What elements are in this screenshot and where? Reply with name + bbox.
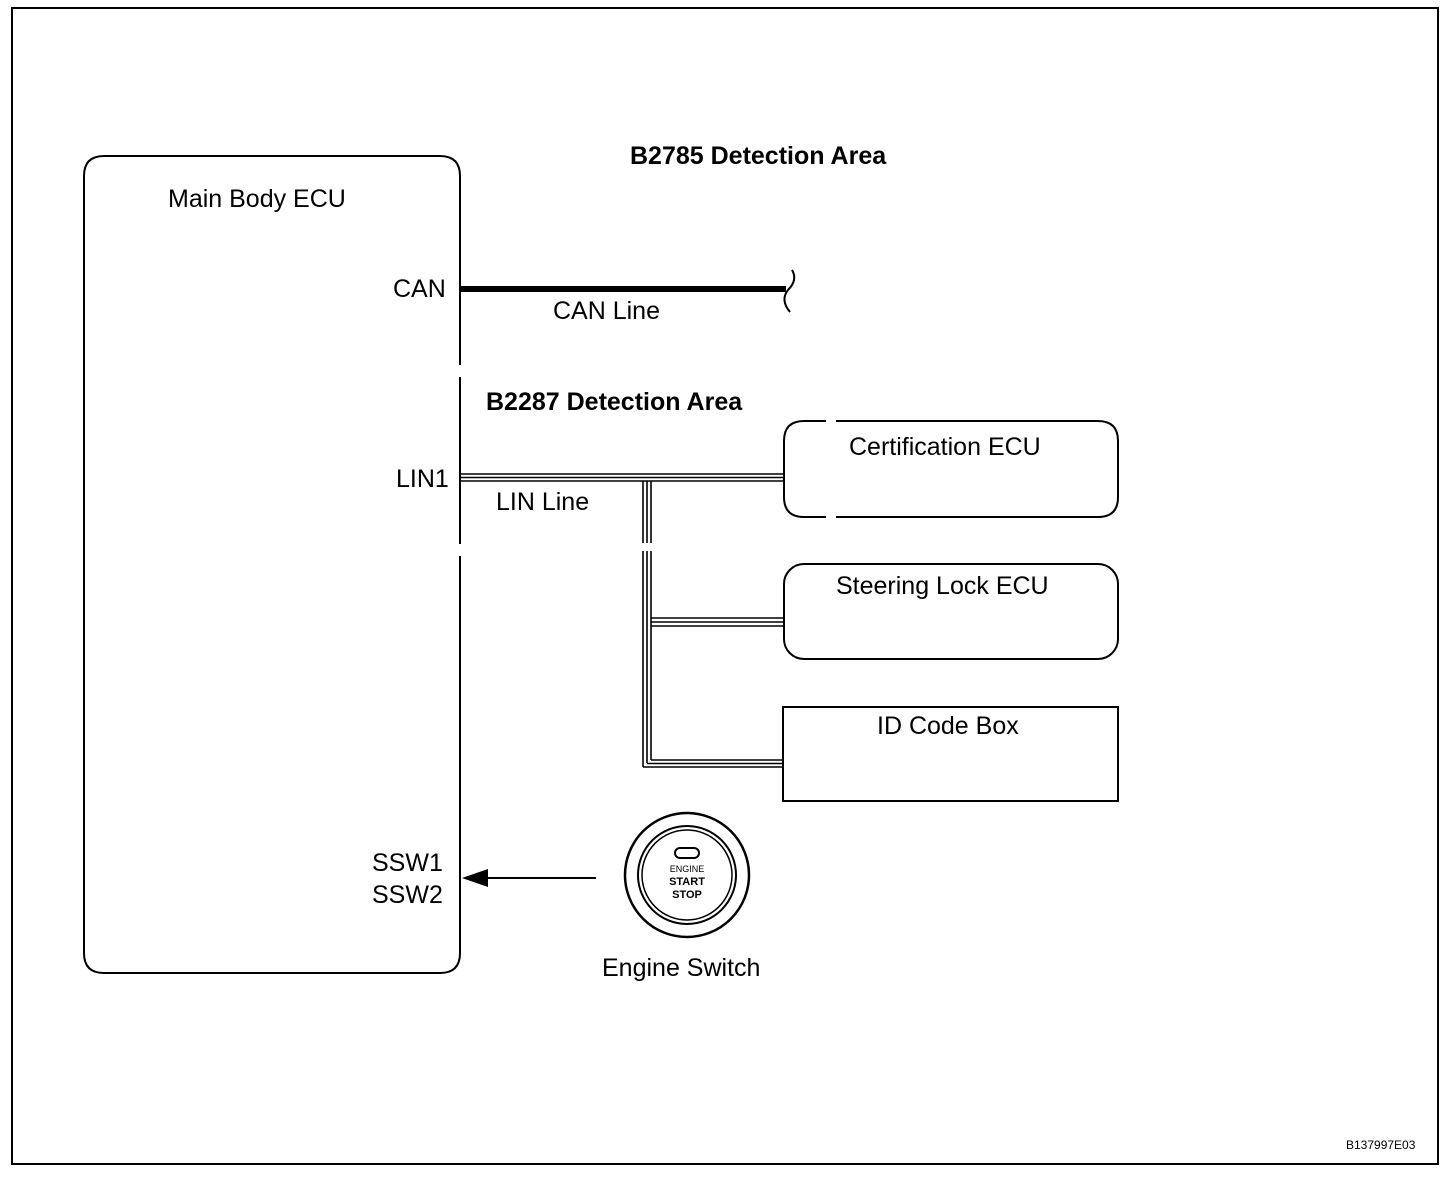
can-line-label: CAN Line xyxy=(553,297,660,325)
figure-reference: B137997E03 xyxy=(1346,1138,1416,1152)
certification-ecu-box xyxy=(783,420,826,518)
id-code-box-label: ID Code Box xyxy=(877,712,1019,740)
pin-ssw2-label: SSW2 xyxy=(372,881,443,909)
b2287-detection-area-label: B2287 Detection Area xyxy=(486,388,743,416)
steering-lock-ecu-label: Steering Lock ECU xyxy=(836,572,1049,600)
id-code-box-box xyxy=(782,706,1119,802)
engine-switch-indicator xyxy=(674,847,700,859)
pin-lin1-label: LIN1 xyxy=(396,465,449,493)
main-body-ecu-box xyxy=(83,155,461,974)
b2785-detection-area-label: B2785 Detection Area xyxy=(630,142,887,170)
ssw-arrow-head xyxy=(462,869,488,887)
lin-line-gap xyxy=(638,543,656,551)
engine-switch-text-start: START xyxy=(669,876,705,888)
outer-frame xyxy=(11,7,1439,1165)
certification-ecu-box-right xyxy=(836,420,1119,518)
steering-lock-ecu-box xyxy=(783,563,1119,660)
main-body-ecu-title: Main Body ECU xyxy=(168,185,346,213)
engine-switch-label: Engine Switch xyxy=(602,954,761,982)
pin-ssw1-label: SSW1 xyxy=(372,849,443,877)
engine-switch-icon xyxy=(623,811,751,939)
certification-ecu-label: Certification ECU xyxy=(849,433,1041,461)
lin-line xyxy=(460,473,784,768)
pin-can-label: CAN xyxy=(393,275,446,303)
lin-line-label: LIN Line xyxy=(496,488,590,516)
engine-switch-text-engine: ENGINE xyxy=(669,864,705,874)
can-line-break-mark xyxy=(783,269,796,313)
engine-switch-button-text: ENGINE START STOP xyxy=(657,863,717,902)
engine-switch-text-stop: STOP xyxy=(672,889,702,901)
